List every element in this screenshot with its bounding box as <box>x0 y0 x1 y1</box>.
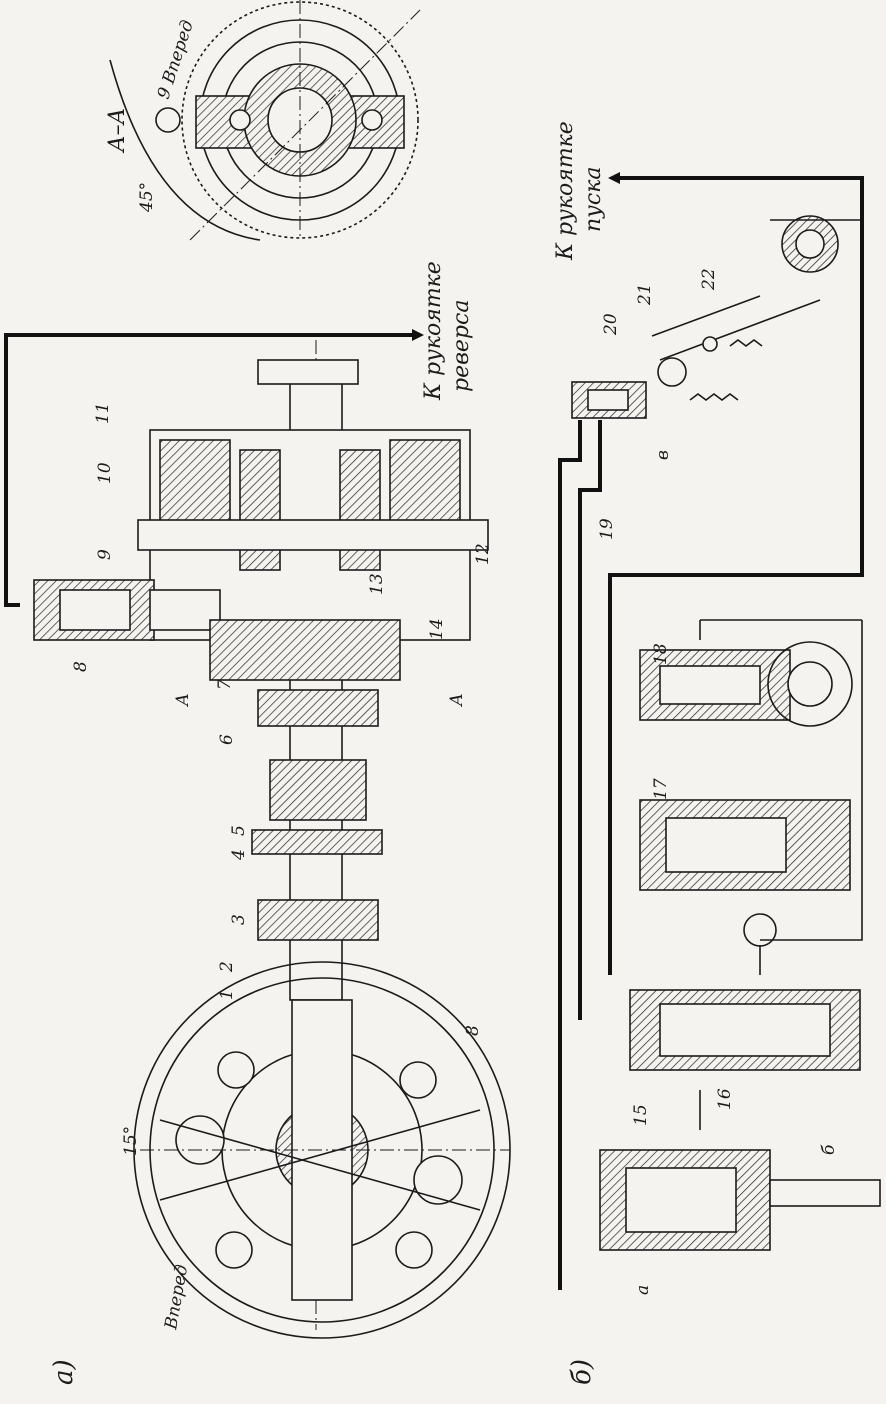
caption-start-handle-2: пуска <box>581 166 606 232</box>
section-arrow-left: А <box>173 693 193 707</box>
panel-label-b: б) <box>567 1359 597 1385</box>
forward-left-label: Вперед <box>161 1263 192 1332</box>
part-number: 17 <box>651 778 671 800</box>
part-number: 8 <box>71 661 91 672</box>
caption-start-handle-1: К рукоятке <box>553 121 578 261</box>
part-number: 6 <box>217 734 237 745</box>
part-number: 5 <box>229 825 249 836</box>
caption-reverse-handle-2: реверса <box>449 300 474 392</box>
shaft-assembly <box>33 340 511 1339</box>
caption-reverse-handle-1: К рукоятке <box>421 261 446 401</box>
angle-15-label: 15° <box>121 1126 141 1156</box>
part-number: 13 <box>367 573 387 595</box>
forward-top-label: 9 Вперед <box>154 18 198 102</box>
part-number: 20 <box>601 313 621 336</box>
part-number: 9 <box>95 549 115 560</box>
section-a-a-view <box>109 0 421 241</box>
part-number: 18 <box>651 643 671 665</box>
part-number: 4 <box>229 849 249 861</box>
part-number: 7 <box>215 679 235 690</box>
panel-label-a: а) <box>49 1359 79 1385</box>
part-number: 11 <box>93 402 113 424</box>
letter-b-label: б <box>819 1144 839 1155</box>
part-number: 19 <box>597 518 617 540</box>
part-number: 15 <box>631 1104 651 1126</box>
part-number: 10 <box>95 462 115 484</box>
part-number: 3 <box>229 914 249 925</box>
letter-a-label: а <box>633 1285 653 1295</box>
part-number: 16 <box>715 1088 735 1110</box>
part-number: 8 <box>463 1025 483 1036</box>
part-number: 2 <box>217 961 237 973</box>
part-number: 12 <box>473 543 493 565</box>
control-scheme <box>558 172 881 1290</box>
part-number: 14 <box>427 618 447 640</box>
part-number: 1 <box>217 989 237 1000</box>
angle-45-label: 45° <box>137 182 157 213</box>
reverse-line <box>4 333 412 607</box>
part-number: 21 <box>635 283 655 306</box>
letter-v-label: в <box>653 450 673 460</box>
section-arrow-right: А <box>447 693 467 707</box>
section-mark: А–А <box>105 108 130 154</box>
part-number: 22 <box>699 268 719 291</box>
